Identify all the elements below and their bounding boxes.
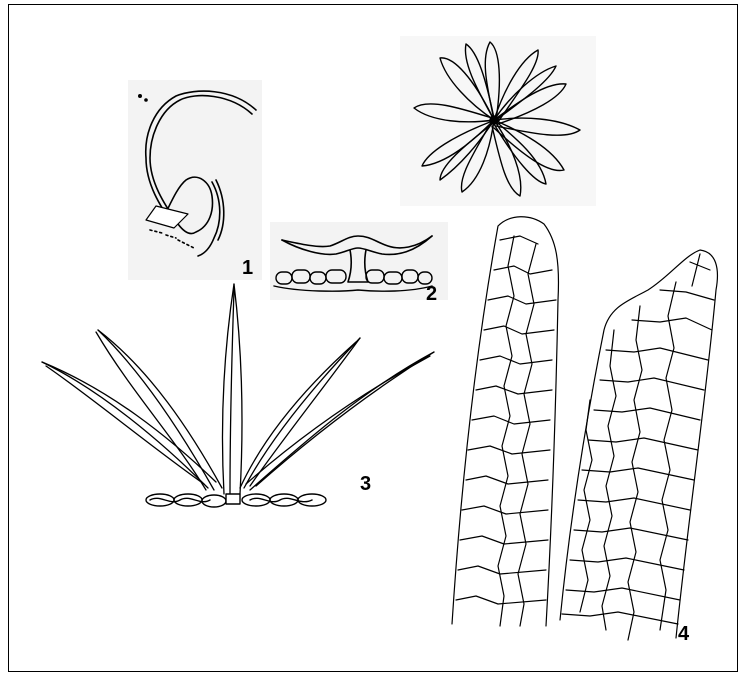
panel-label-3: 3	[360, 474, 371, 494]
panel1-curled-hair	[139, 91, 256, 256]
panel3-tufted-hair	[42, 284, 434, 507]
panel-label-4: 4	[678, 624, 689, 644]
panel4-multicellular-hairs	[452, 217, 717, 640]
panel2-glandular-hair	[274, 236, 432, 291]
panel-label-2: 2	[426, 284, 437, 304]
panel-label-1: 1	[242, 258, 253, 278]
stellate-hair-rosette	[414, 42, 580, 196]
